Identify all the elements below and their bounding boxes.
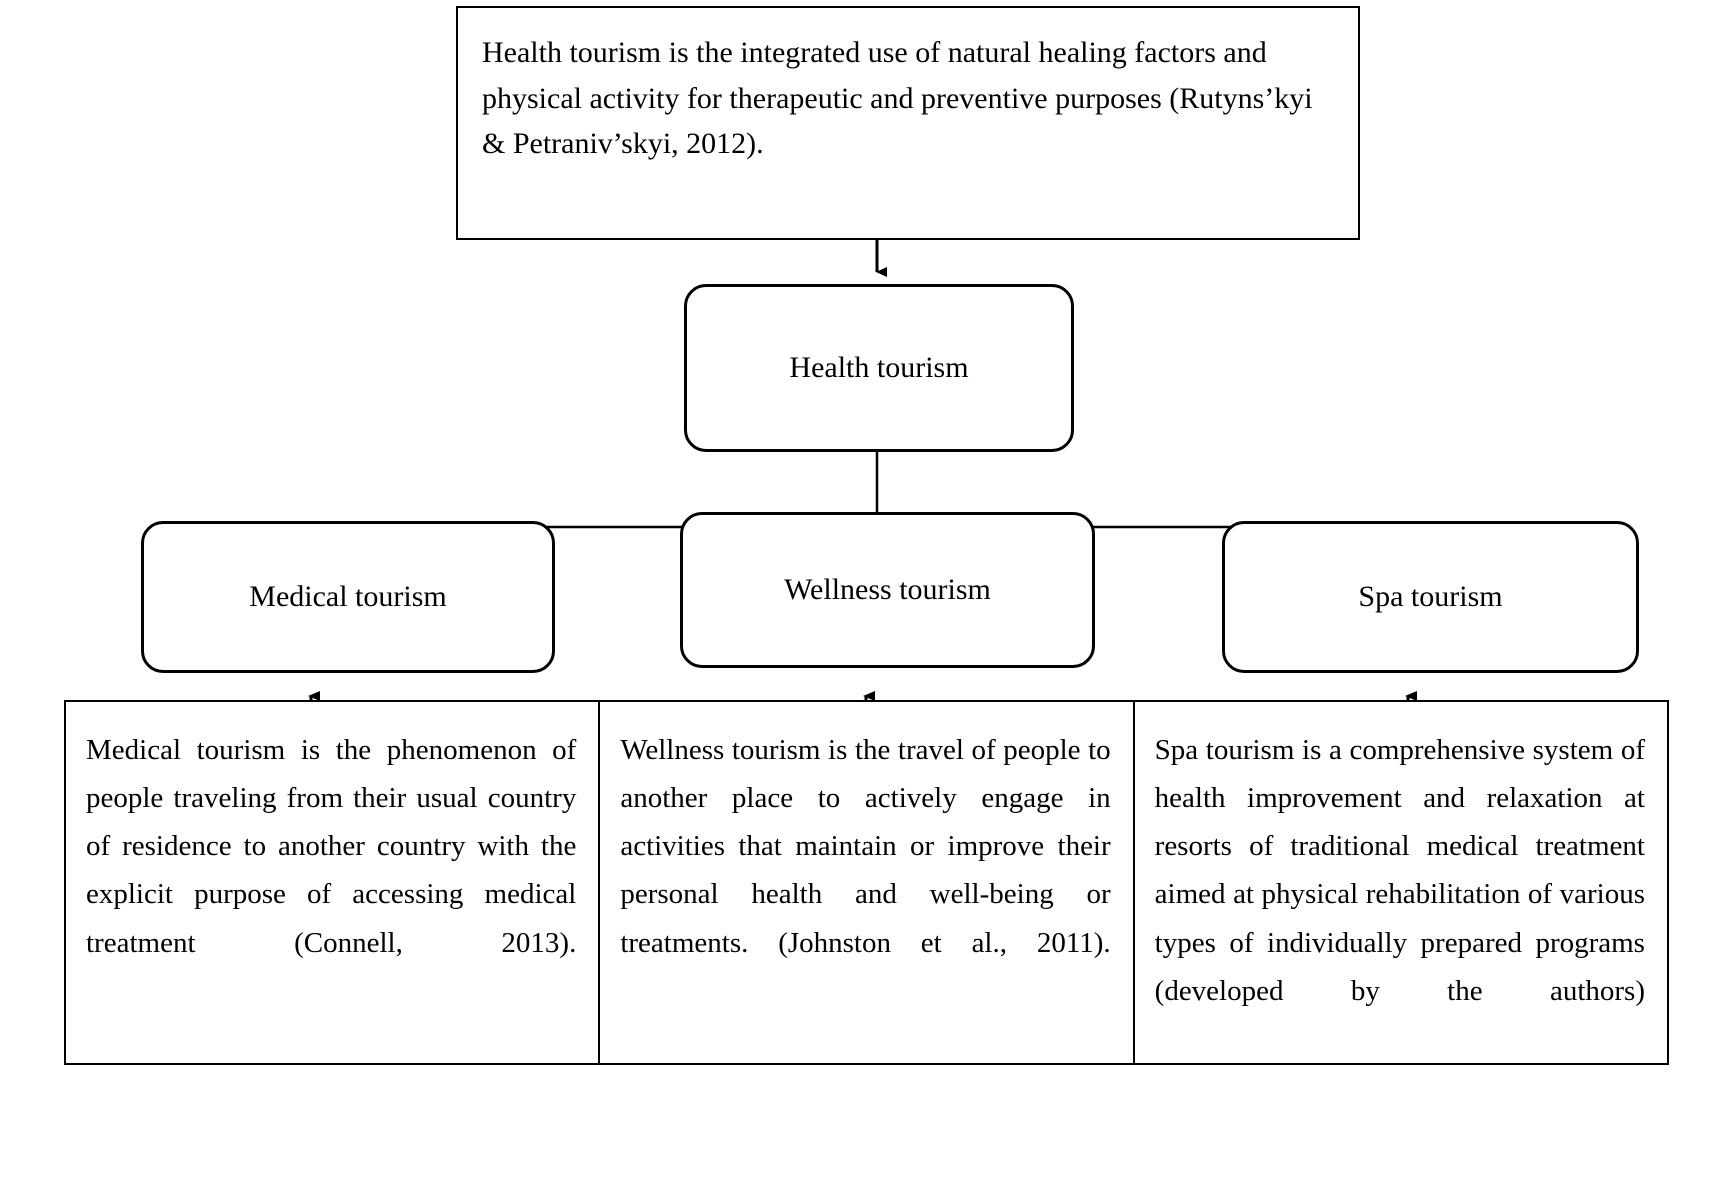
node-health-tourism-label: Health tourism (789, 351, 969, 384)
description-table: Medical tourism is the phenomenon of peo… (64, 700, 1669, 1065)
description-cell-medical-tourism: Medical tourism is the phenomenon of peo… (66, 702, 601, 1063)
definition-box-health-tourism: Health tourism is the integrated use of … (456, 6, 1360, 240)
node-medical-tourism-label: Medical tourism (249, 580, 447, 613)
description-cell-spa-tourism: Spa tourism is a comprehensive system of… (1135, 702, 1667, 1063)
description-cell-wellness-tourism: Wellness tourism is the travel of people… (600, 702, 1135, 1063)
definition-text: Health tourism is the integrated use of … (482, 36, 1313, 161)
node-wellness-tourism-label: Wellness tourism (784, 573, 991, 606)
description-text-spa-tourism: Spa tourism is a comprehensive system of… (1154, 734, 1645, 1007)
description-text-wellness-tourism: Wellness tourism is the travel of people… (620, 734, 1111, 959)
description-text-medical-tourism: Medical tourism is the phenomenon of peo… (86, 734, 577, 959)
node-health-tourism[interactable]: Health tourism (684, 284, 1074, 452)
node-medical-tourism[interactable]: Medical tourism (141, 521, 555, 673)
node-spa-tourism-label: Spa tourism (1358, 580, 1503, 613)
node-wellness-tourism[interactable]: Wellness tourism (680, 512, 1095, 668)
node-spa-tourism[interactable]: Spa tourism (1222, 521, 1639, 673)
